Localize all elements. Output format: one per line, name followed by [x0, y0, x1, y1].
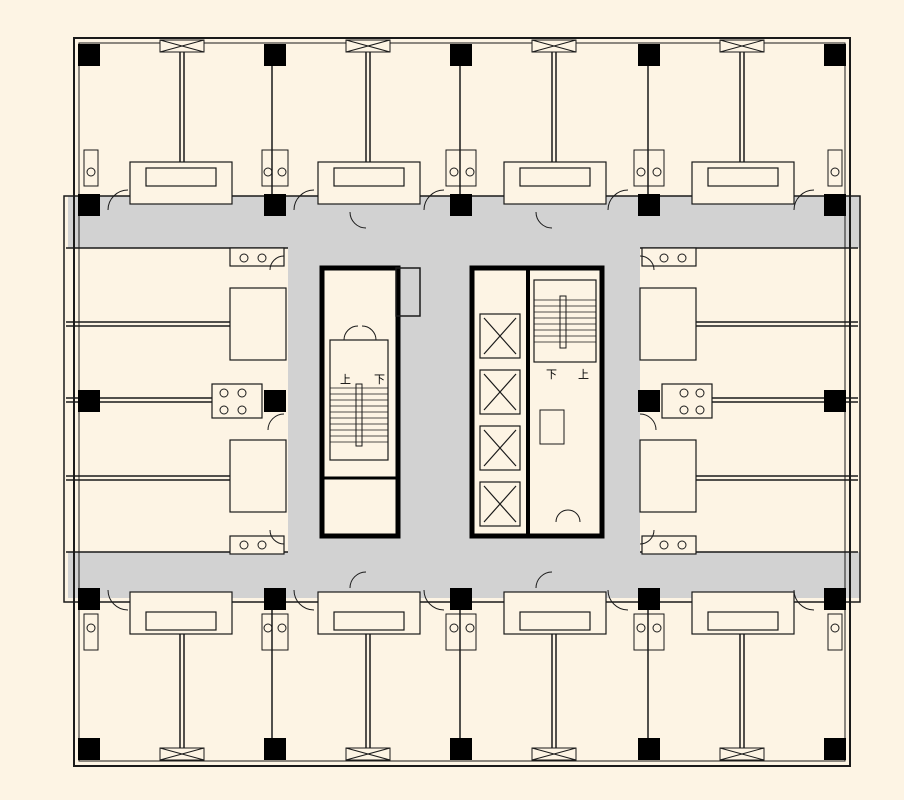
bathrooms-bottom [129, 591, 795, 635]
stair-core-left [319, 265, 421, 539]
stair-down-label-left: 下 [374, 373, 385, 386]
bathrooms-top [129, 161, 795, 205]
structural-columns [78, 44, 846, 760]
stair-up-label-right: 上 [578, 368, 589, 381]
elevator-core [469, 265, 605, 539]
stair-up-label-left: 上 [340, 373, 351, 386]
unit-partitions [179, 44, 745, 760]
stair-down-label-right: 下 [546, 368, 557, 381]
door-swings [107, 189, 815, 611]
stair-core-left-fill [322, 268, 398, 536]
fixtures [83, 149, 843, 651]
corridor [68, 196, 860, 598]
window-units [159, 39, 765, 761]
elevator-core-fill [472, 268, 602, 536]
elevator-shafts [479, 313, 521, 527]
